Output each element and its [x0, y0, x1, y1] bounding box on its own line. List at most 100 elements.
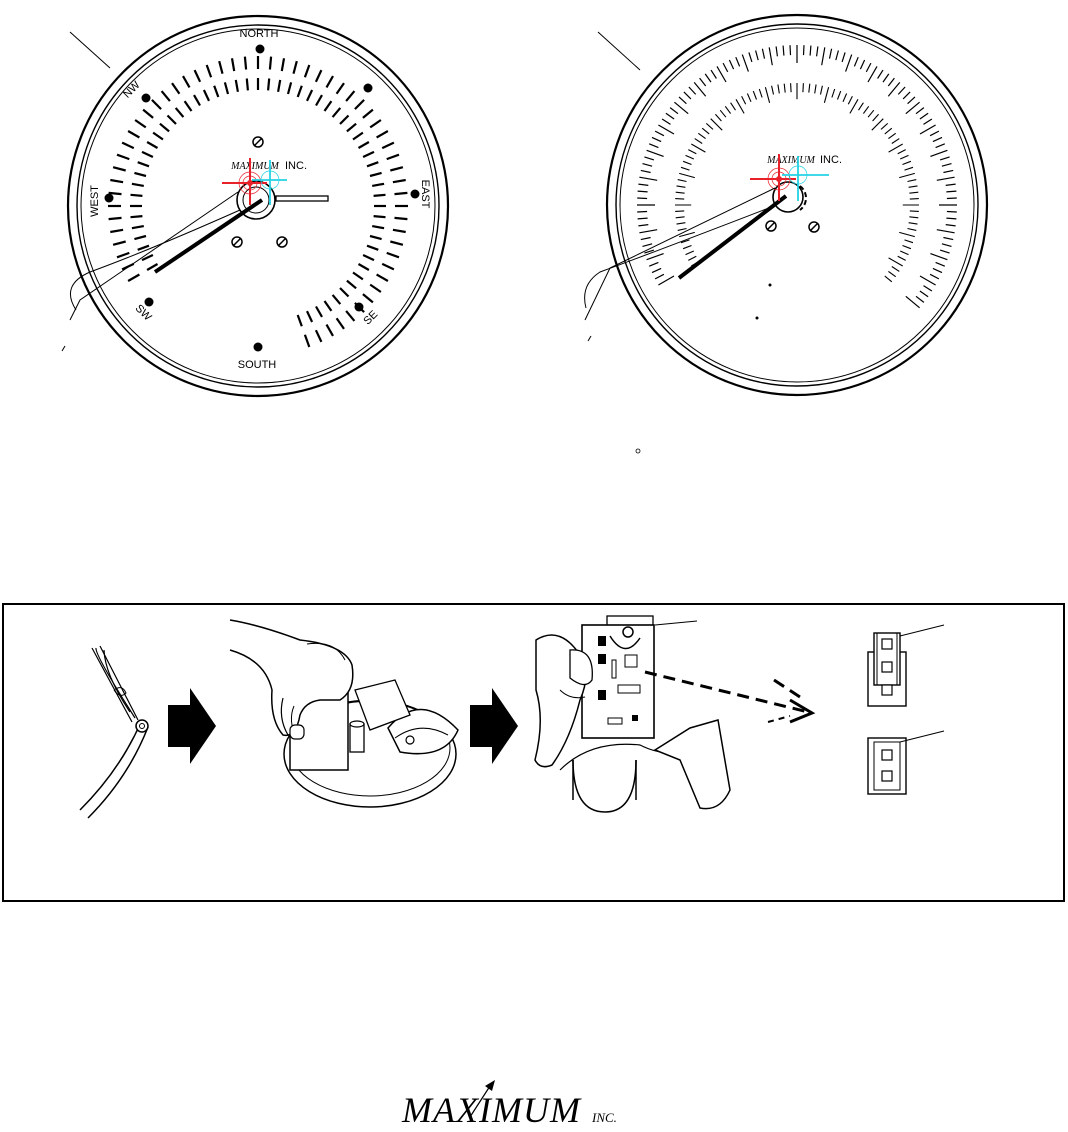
tick-mark — [877, 69, 884, 79]
tick-mark — [362, 254, 375, 262]
tick-mark — [946, 210, 957, 213]
dial-tick-marks — [108, 56, 408, 348]
dial-face-edge — [80, 28, 436, 384]
tick-mark — [722, 62, 729, 73]
tick-mark — [658, 124, 675, 135]
tick-mark — [697, 132, 706, 140]
tick-mark — [376, 130, 389, 139]
tick-mark — [823, 87, 830, 103]
tick-mark — [675, 210, 685, 212]
tick-mark — [679, 172, 695, 179]
tick-mark — [669, 107, 679, 115]
tick-mark — [134, 171, 147, 178]
step-pcb-illustration — [534, 615, 816, 813]
stray-mark — [635, 448, 641, 454]
tick-mark — [315, 94, 323, 107]
wind-direction-dial: NORTH SOUTH EAST WEST NW SW SE MAXIMUM I… — [61, 14, 450, 398]
tick-mark — [314, 69, 323, 83]
cyan-crosshair-marker — [252, 160, 287, 205]
tick-mark — [345, 310, 356, 322]
tick-mark — [899, 231, 915, 238]
tick-mark — [369, 171, 382, 178]
callout-leader — [69, 191, 239, 321]
maximum-logo: MAXIMUM INC. — [401, 1080, 617, 1130]
tick-mark — [814, 84, 817, 94]
tick-mark — [897, 149, 906, 155]
tick-mark — [306, 89, 314, 102]
tick-mark — [768, 47, 773, 66]
step-remove-cup-illustration — [229, 619, 459, 808]
tick-mark — [381, 141, 395, 150]
tick-mark — [939, 156, 950, 161]
nw-dot — [141, 93, 151, 103]
three-pin-connector — [867, 624, 945, 707]
tick-mark — [205, 64, 213, 78]
wind-speed-dial: MAXIMUM INC. — [584, 13, 989, 397]
compass-dots — [104, 44, 420, 352]
tick-mark — [836, 90, 842, 100]
tick-mark — [369, 234, 382, 241]
tick-mark — [902, 91, 911, 100]
dial-screws — [231, 136, 288, 248]
tick-mark — [116, 251, 130, 259]
tick-mark — [936, 229, 955, 234]
tick-mark — [828, 48, 833, 59]
tick-mark — [688, 149, 697, 155]
dial-inner-bezel — [76, 24, 440, 388]
tick-mark — [845, 54, 853, 72]
tick-mark — [193, 94, 201, 107]
tick-mark — [888, 257, 903, 267]
tick-mark — [888, 132, 897, 140]
tick-mark — [134, 119, 147, 129]
tick-mark — [335, 82, 345, 95]
screw-icon — [765, 220, 777, 232]
tick-mark — [306, 310, 314, 323]
tick-mark — [130, 215, 143, 219]
tick-mark — [746, 93, 752, 103]
tick-mark — [887, 82, 901, 97]
tick-mark — [899, 172, 915, 179]
tick-mark — [849, 99, 859, 114]
tick-mark — [907, 96, 916, 105]
tick-mark — [899, 250, 909, 256]
tick-mark — [741, 54, 749, 72]
tick-mark — [286, 82, 293, 95]
tick-mark — [905, 295, 920, 309]
ne-dot — [363, 83, 373, 93]
tick-mark — [841, 52, 846, 63]
sw-dot — [144, 297, 154, 307]
north-dot — [255, 44, 265, 54]
tick-mark — [171, 82, 181, 95]
tick-mark — [923, 285, 933, 292]
west-dot — [104, 193, 114, 203]
tick-mark — [303, 334, 311, 348]
tick-mark — [884, 275, 893, 283]
tick-mark — [644, 249, 655, 254]
tick-mark — [930, 253, 948, 261]
tick-mark — [362, 108, 374, 119]
tick-mark — [882, 73, 890, 83]
tick-mark — [366, 244, 379, 251]
south-label: SOUTH — [238, 359, 277, 371]
tick-mark — [131, 225, 144, 230]
tick-mark — [280, 58, 286, 72]
tick-mark — [888, 143, 903, 153]
tick-mark — [682, 160, 692, 166]
tick-mark — [939, 249, 950, 254]
connector-detail-illustration — [867, 624, 945, 795]
tick-mark — [941, 163, 952, 167]
arrow-right-icon — [168, 688, 216, 764]
tick-mark — [331, 294, 342, 305]
tick-mark — [357, 263, 370, 271]
tick-mark — [639, 176, 658, 181]
dial-brand-label: MAXIMUM — [230, 161, 279, 172]
tick-mark — [899, 154, 909, 160]
tick-mark — [907, 179, 917, 183]
dial-pin — [755, 316, 759, 320]
tick-mark — [121, 141, 135, 150]
tick-mark — [658, 275, 675, 286]
tick-mark — [831, 88, 836, 98]
tick-mark — [637, 190, 648, 193]
tick-mark — [929, 273, 940, 280]
dial-brand-suffix: INC. — [285, 160, 307, 172]
